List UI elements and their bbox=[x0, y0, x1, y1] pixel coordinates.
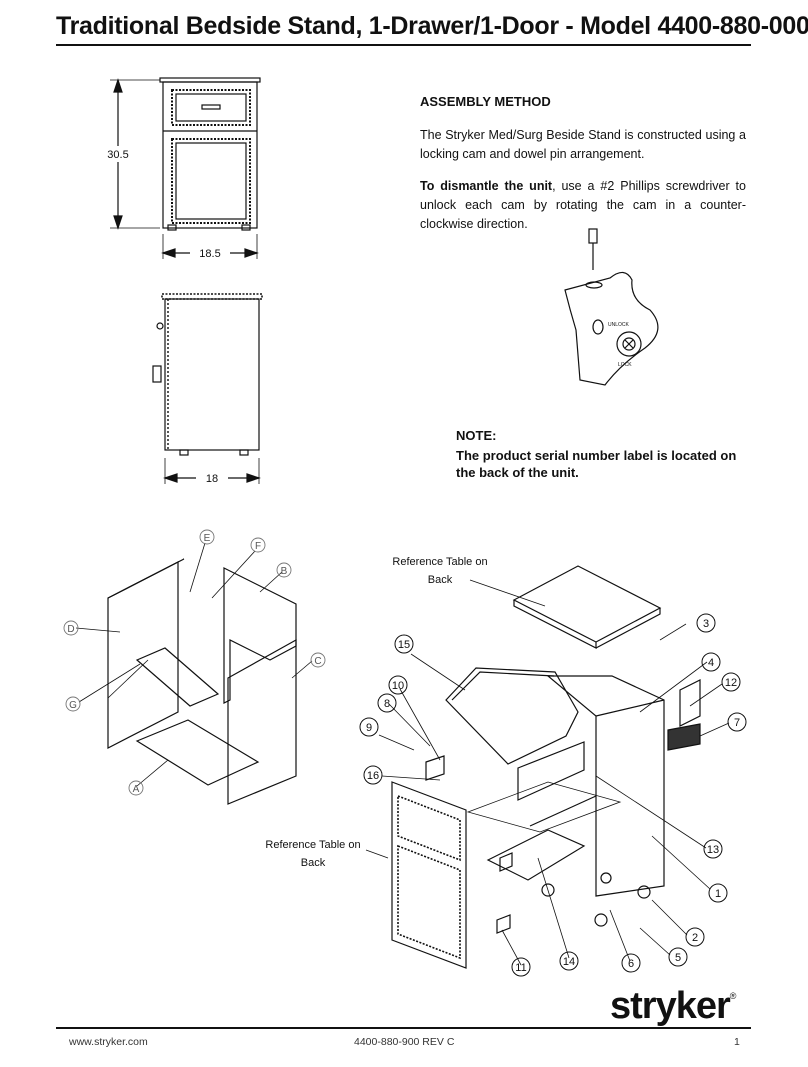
front-width-dimension: 18.5 bbox=[199, 248, 220, 260]
footer-rule bbox=[56, 1027, 751, 1029]
exploded-cabinet-drawing bbox=[391, 565, 701, 969]
page-title: Traditional Bedside Stand, 1-Drawer/1-Do… bbox=[56, 12, 808, 40]
callout-5: 5 bbox=[675, 952, 681, 964]
callout-6: 6 bbox=[628, 958, 634, 970]
exploded-frame-drawing bbox=[107, 558, 297, 805]
side-view-drawing bbox=[152, 293, 263, 484]
footer-doc-number: 4400-880-900 REV C bbox=[354, 1036, 455, 1048]
callout-16: 16 bbox=[367, 770, 379, 782]
assembly-heading: ASSEMBLY METHOD bbox=[420, 94, 551, 109]
callout-c: C bbox=[314, 656, 321, 667]
dismantle-bold: To dismantle the unit bbox=[420, 179, 553, 193]
footer-url[interactable]: www.stryker.com bbox=[69, 1036, 148, 1048]
callout-d: D bbox=[67, 624, 74, 635]
title-rule bbox=[56, 44, 751, 46]
brand-name: stryker bbox=[610, 985, 731, 1027]
callout-8: 8 bbox=[384, 698, 390, 710]
callout-e: E bbox=[204, 533, 211, 544]
assembly-paragraph-2: To dismantle the unit, use a #2 Phillips… bbox=[420, 177, 746, 234]
reference-table-label-bottom: Reference Table on Back bbox=[265, 839, 361, 869]
footer-page-number: 1 bbox=[734, 1036, 740, 1048]
note-text: The product serial number label is locat… bbox=[456, 448, 737, 480]
assembly-paragraph-1: The Stryker Med/Surg Beside Stand is con… bbox=[420, 128, 746, 161]
stryker-logo: stryker® bbox=[610, 985, 737, 1028]
front-view-drawing bbox=[110, 77, 261, 259]
height-dimension: 30.5 bbox=[107, 149, 128, 161]
reference-table-label-top: Reference Table on Back bbox=[392, 556, 488, 586]
side-depth-dimension: 18 bbox=[206, 473, 218, 485]
callout-2: 2 bbox=[692, 932, 698, 944]
callout-b: B bbox=[281, 566, 288, 577]
callout-13: 13 bbox=[707, 844, 719, 856]
callout-a: A bbox=[133, 784, 140, 795]
registered-mark: ® bbox=[729, 991, 737, 1001]
lock-label: LOCK bbox=[618, 362, 632, 368]
callout-14: 14 bbox=[563, 956, 575, 968]
callout-10: 10 bbox=[392, 680, 404, 692]
callout-11: 11 bbox=[515, 962, 526, 974]
callout-g: G bbox=[69, 700, 77, 711]
callout-4: 4 bbox=[708, 657, 714, 669]
cam-lock-detail bbox=[564, 228, 659, 386]
callout-1: 1 bbox=[715, 888, 721, 900]
callout-f: F bbox=[255, 541, 261, 552]
callout-9: 9 bbox=[366, 722, 372, 734]
callout-15: 15 bbox=[398, 639, 410, 651]
note-heading: NOTE: bbox=[456, 428, 497, 443]
unlock-label: UNLOCK bbox=[608, 322, 630, 328]
dismantle-rest: , use a #2 Phillips screwdriver to unloc… bbox=[420, 179, 746, 231]
callout-7: 7 bbox=[734, 717, 740, 729]
callout-3: 3 bbox=[703, 618, 709, 630]
callout-12: 12 bbox=[725, 677, 737, 689]
